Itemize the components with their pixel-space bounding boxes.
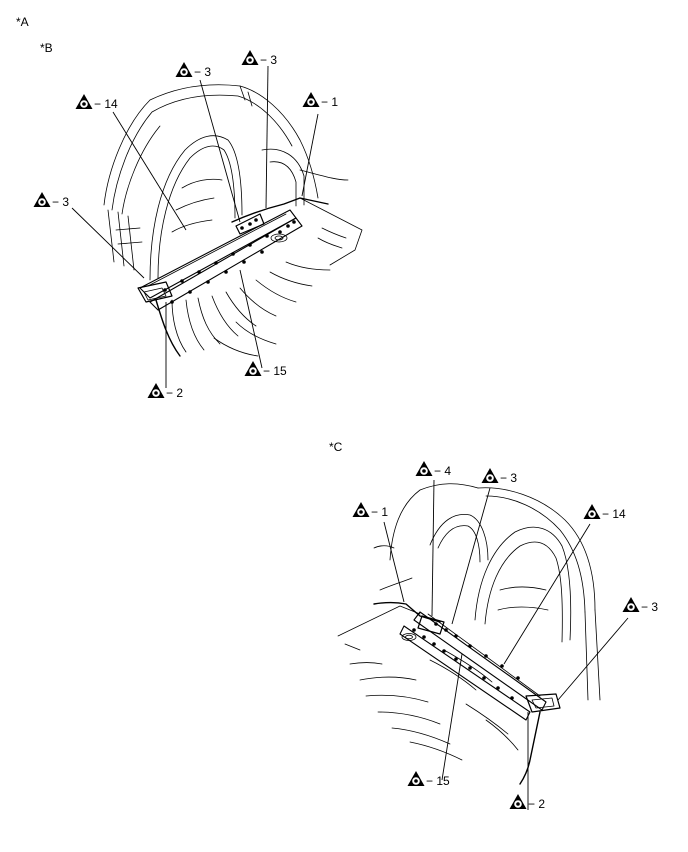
callout-b-1: − 1 (302, 92, 338, 109)
callout-c-1: − 1 (352, 502, 388, 519)
callout-number: − 1 (371, 505, 388, 519)
bolt-symbol-icon (407, 771, 425, 786)
bolt-symbol-icon (352, 502, 370, 517)
bolt-symbol-icon (583, 504, 601, 519)
callout-number: − 2 (166, 386, 183, 400)
view-c-plate-dots (412, 622, 520, 700)
bolt-symbol-icon (75, 94, 93, 109)
bolt-symbol-icon (175, 62, 193, 77)
view-label-c: *C (329, 440, 343, 454)
view-c-leader-lines (383, 479, 629, 810)
callout-number: − 2 (528, 797, 545, 811)
callout-number: − 3 (260, 53, 277, 67)
view-label-b: *B (40, 41, 53, 55)
callout-c-15: − 15 (407, 771, 450, 788)
callout-number: − 14 (602, 507, 626, 521)
callout-number: − 15 (263, 364, 287, 378)
bolt-symbol-icon (33, 192, 51, 207)
callout-b-2: − 2 (147, 383, 183, 400)
callout-c-3-right: − 3 (622, 597, 658, 614)
callout-b-14: − 14 (75, 94, 118, 111)
view-b-plate-dots (163, 218, 296, 304)
view-label-a: *A (16, 15, 29, 29)
bolt-symbol-icon (509, 794, 527, 809)
callout-b-3-top-left: − 3 (175, 62, 211, 79)
bolt-symbol-icon (302, 92, 320, 107)
bolt-symbol-icon (481, 468, 499, 483)
callout-b-15: − 15 (244, 361, 287, 378)
callout-number: − 3 (194, 65, 211, 79)
callout-c-2: − 2 (509, 794, 545, 811)
callout-number: − 15 (426, 774, 450, 788)
callout-number: − 14 (94, 97, 118, 111)
callout-b-3-top-right: − 3 (241, 50, 277, 67)
view-b-leader-lines (71, 65, 319, 388)
callout-number: − 3 (52, 195, 69, 209)
bolt-symbol-icon (241, 50, 259, 65)
callout-c-14: − 14 (583, 504, 626, 521)
bolt-symbol-icon (147, 383, 165, 398)
callout-b-3-left: − 3 (33, 192, 69, 209)
callout-c-4: − 4 (415, 461, 451, 478)
bolt-symbol-icon (415, 461, 433, 476)
callout-number: − 4 (434, 464, 451, 478)
callout-number: − 3 (500, 471, 517, 485)
bolt-symbol-icon (622, 597, 640, 612)
bolt-symbol-icon (244, 361, 262, 376)
view-c-illustration (337, 483, 601, 785)
view-b-illustration (103, 84, 363, 357)
callout-number: − 3 (641, 600, 658, 614)
callout-number: − 1 (321, 95, 338, 109)
callout-c-3-top: − 3 (481, 468, 517, 485)
